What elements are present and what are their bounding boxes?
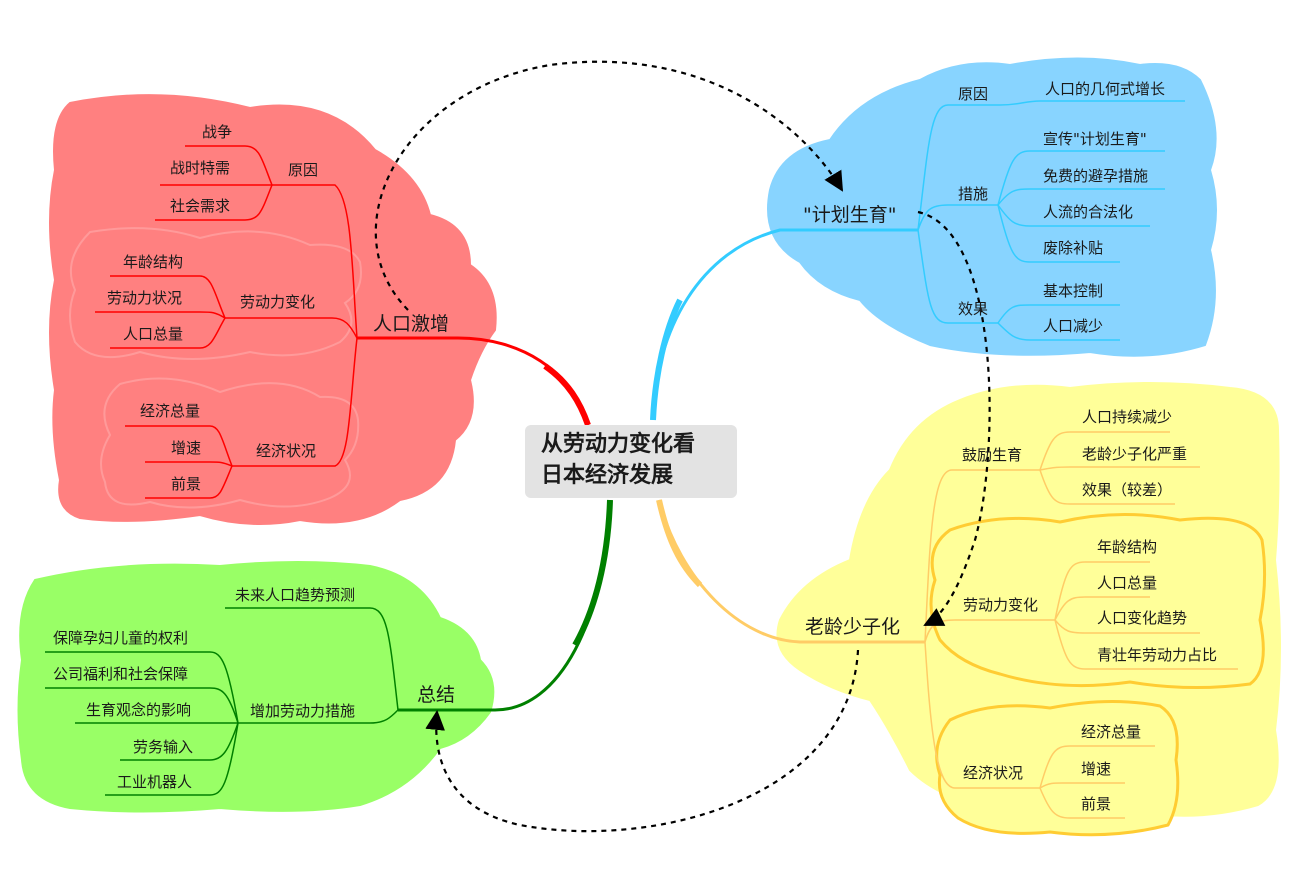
yellow-economy-cloud bbox=[935, 699, 1180, 837]
topic-population-surge[interactable]: 人口激增 bbox=[373, 313, 450, 335]
blue-cloud bbox=[767, 57, 1217, 357]
green-measures-item-2[interactable]: 公司福利和社会保障 bbox=[53, 665, 189, 683]
blue-reason-item-1[interactable]: 人口的几何式增长 bbox=[1045, 80, 1166, 98]
red-labor-item-2[interactable]: 劳动力状况 bbox=[107, 289, 183, 307]
yellow-main-taper bbox=[656, 499, 703, 588]
blue-measures-topic[interactable]: 措施 bbox=[958, 185, 989, 203]
yellow-labor-topic[interactable]: 劳动力变化 bbox=[963, 596, 1039, 614]
central-title-line-1: 从劳动力变化看 bbox=[541, 432, 696, 457]
green-measures-item-1[interactable]: 保障孕妇儿童的权利 bbox=[53, 629, 189, 647]
yellow-labor-item-1[interactable]: 年龄结构 bbox=[1097, 538, 1158, 556]
green-measures-topic[interactable]: 增加劳动力措施 bbox=[250, 702, 356, 720]
blue-main-taper bbox=[650, 298, 683, 421]
green-measures-item-3[interactable]: 生育观念的影响 bbox=[86, 701, 192, 719]
red-economy-cloud bbox=[100, 377, 360, 509]
green-main-taper bbox=[572, 499, 613, 647]
red-labor-item-1[interactable]: 年龄结构 bbox=[123, 253, 184, 271]
central-topic[interactable]: 从劳动力变化看 日本经济发展 bbox=[525, 425, 737, 498]
topic-summary[interactable]: 总结 bbox=[417, 684, 456, 706]
central-title-line-2: 日本经济发展 bbox=[541, 463, 674, 488]
blue-effect-item-2[interactable]: 人口减少 bbox=[1043, 317, 1104, 335]
yellow-economy-item-1[interactable]: 经济总量 bbox=[1081, 723, 1142, 741]
yellow-labor-item-3[interactable]: 人口变化趋势 bbox=[1097, 609, 1188, 627]
topic-family-planning[interactable]: "计划生育" bbox=[803, 204, 897, 226]
yellow-economy-item-2[interactable]: 增速 bbox=[1081, 760, 1112, 778]
yellow-labor-cloud bbox=[929, 513, 1267, 690]
red-labor-topic[interactable]: 劳动力变化 bbox=[240, 293, 316, 311]
yellow-encourage-item-2[interactable]: 老龄少子化严重 bbox=[1082, 445, 1188, 463]
yellow-labor-item-4[interactable]: 青壮年劳动力占比 bbox=[1097, 646, 1218, 664]
green-measures-item-4[interactable]: 劳务输入 bbox=[133, 738, 194, 756]
topic-aging-low-birthrate[interactable]: 老龄少子化 bbox=[805, 616, 901, 638]
red-main-taper bbox=[543, 363, 591, 426]
green-forecast-topic[interactable]: 未来人口趋势预测 bbox=[235, 586, 356, 604]
green-connectors bbox=[45, 607, 399, 796]
blue-connectors bbox=[917, 100, 1185, 341]
blue-measures-item-1[interactable]: 宣传"计划生育" bbox=[1043, 130, 1147, 148]
red-economy-item-1[interactable]: 经济总量 bbox=[140, 402, 201, 420]
red-economy-topic[interactable]: 经济状况 bbox=[256, 442, 317, 460]
red-economy-item-3[interactable]: 前景 bbox=[171, 475, 202, 493]
red-reason-item-1[interactable]: 战争 bbox=[202, 123, 233, 141]
yellow-connectors bbox=[924, 431, 1238, 819]
red-reason-item-2[interactable]: 战时特需 bbox=[170, 159, 231, 177]
blue-measures-item-2[interactable]: 免费的避孕措施 bbox=[1043, 167, 1149, 185]
blue-reason-topic[interactable]: 原因 bbox=[958, 85, 989, 103]
red-reason-topic[interactable]: 原因 bbox=[288, 161, 319, 179]
red-economy-item-2[interactable]: 增速 bbox=[171, 439, 202, 457]
blue-effect-item-1[interactable]: 基本控制 bbox=[1043, 282, 1104, 300]
yellow-labor-item-2[interactable]: 人口总量 bbox=[1097, 574, 1158, 592]
dashed-relations bbox=[374, 60, 991, 833]
yellow-encourage-topic[interactable]: 鼓励生育 bbox=[962, 446, 1023, 464]
yellow-economy-item-3[interactable]: 前景 bbox=[1081, 795, 1112, 813]
blue-measures-item-3[interactable]: 人流的合法化 bbox=[1043, 203, 1134, 221]
blue-measures-item-4[interactable]: 废除补贴 bbox=[1043, 239, 1104, 257]
red-labor-item-3[interactable]: 人口总量 bbox=[123, 325, 184, 343]
green-cloud bbox=[17, 561, 495, 813]
yellow-economy-topic[interactable]: 经济状况 bbox=[963, 764, 1024, 782]
yellow-encourage-item-3[interactable]: 效果（较差） bbox=[1082, 481, 1173, 499]
blue-effect-topic[interactable]: 效果 bbox=[958, 300, 989, 318]
yellow-encourage-item-1[interactable]: 人口持续减少 bbox=[1082, 408, 1173, 426]
red-reason-item-3[interactable]: 社会需求 bbox=[170, 197, 231, 215]
red-connectors bbox=[95, 145, 358, 499]
green-measures-item-5[interactable]: 工业机器人 bbox=[117, 773, 193, 791]
